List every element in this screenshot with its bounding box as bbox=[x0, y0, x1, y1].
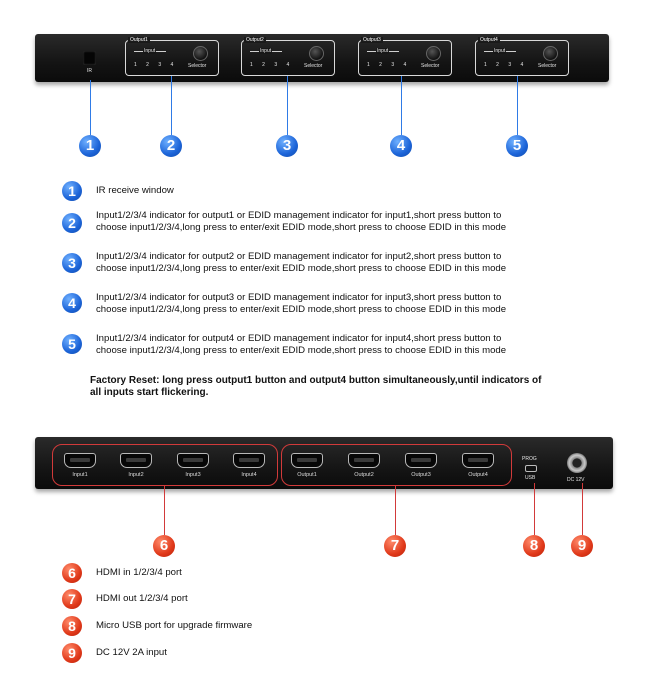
callout-badge-3: 3 bbox=[276, 135, 298, 157]
rear-panel: Input1 Input2 Input3 Input4 Output1 Outp… bbox=[35, 437, 613, 489]
callout-badge-6: 6 bbox=[153, 535, 175, 557]
callout-line bbox=[171, 76, 172, 135]
output3-control-group: Output3 Input 1 2 3 4 Selector bbox=[358, 37, 452, 76]
legend-badge-1: 1 bbox=[62, 181, 82, 201]
legend-text-4: Input1/2/3/4 indicator for output3 or ED… bbox=[96, 292, 506, 315]
group-title: Output2 bbox=[244, 37, 266, 43]
hdmi-input-port-3 bbox=[177, 453, 209, 468]
selector-label: Selector bbox=[188, 63, 207, 69]
port-label: Input2 bbox=[128, 472, 144, 478]
legend-line: choose input1/2/3/4,long press to enter/… bbox=[96, 344, 507, 356]
group-title: Output1 bbox=[128, 37, 150, 43]
hdmi-output-port-1 bbox=[291, 453, 323, 468]
input-label: Input bbox=[376, 48, 390, 54]
callout-line bbox=[582, 483, 583, 535]
ir-label: IR bbox=[87, 68, 92, 74]
callout-badge-8: 8 bbox=[523, 535, 545, 557]
ir-window bbox=[83, 51, 96, 65]
input-ports-outline bbox=[52, 444, 278, 486]
dc-power-jack bbox=[567, 453, 587, 473]
hdmi-output-port-3 bbox=[405, 453, 437, 468]
legend-line: Input1/2/3/4 indicator for output4 or ED… bbox=[96, 333, 502, 344]
callout-badge-2: 2 bbox=[160, 135, 182, 157]
legend-text-7: HDMI out 1/2/3/4 port bbox=[96, 593, 188, 604]
input-numbers: 1 2 3 4 bbox=[134, 62, 178, 68]
legend-line: choose input1/2/3/4,long press to enter/… bbox=[96, 303, 507, 315]
usb-label: USB bbox=[525, 475, 536, 481]
reset-line: all inputs start flickering. bbox=[90, 387, 209, 398]
callout-line bbox=[395, 485, 396, 535]
hdmi-input-port-4 bbox=[233, 453, 265, 468]
input-label: Input bbox=[493, 48, 507, 54]
hdmi-output-port-4 bbox=[462, 453, 494, 468]
port-label: Output2 bbox=[354, 472, 374, 478]
legend-badge-3: 3 bbox=[62, 253, 82, 273]
legend-line: choose input1/2/3/4,long press to enter/… bbox=[96, 221, 507, 233]
selector-button[interactable] bbox=[193, 46, 208, 61]
port-label: Input1 bbox=[72, 472, 88, 478]
group-title: Output3 bbox=[361, 37, 383, 43]
callout-line bbox=[401, 76, 402, 135]
selector-label: Selector bbox=[538, 63, 557, 69]
callout-badge-7: 7 bbox=[384, 535, 406, 557]
legend-text-3: Input1/2/3/4 indicator for output2 or ED… bbox=[96, 251, 506, 274]
callout-line bbox=[90, 80, 91, 135]
legend-line: Input1/2/3/4 indicator for output1 or ED… bbox=[96, 210, 502, 221]
legend-text-1: IR receive window bbox=[96, 185, 174, 196]
selector-button[interactable] bbox=[543, 46, 558, 61]
callout-badge-1: 1 bbox=[79, 135, 101, 157]
callout-badge-4: 4 bbox=[390, 135, 412, 157]
legend-badge-4: 4 bbox=[62, 293, 82, 313]
legend-line: Input1/2/3/4 indicator for output2 or ED… bbox=[96, 251, 502, 262]
legend-text-5: Input1/2/3/4 indicator for output4 or ED… bbox=[96, 333, 506, 356]
reset-line: Factory Reset: long press output1 button… bbox=[90, 375, 542, 386]
callout-badge-9: 9 bbox=[571, 535, 593, 557]
port-label: Input4 bbox=[241, 472, 257, 478]
selector-label: Selector bbox=[421, 63, 440, 69]
selector-button[interactable] bbox=[426, 46, 441, 61]
input-label: Input bbox=[143, 48, 157, 54]
port-label: Output1 bbox=[297, 472, 317, 478]
input-numbers: 1 2 3 4 bbox=[367, 62, 411, 68]
micro-usb-port bbox=[525, 465, 537, 472]
output-ports-outline bbox=[281, 444, 512, 486]
selector-button[interactable] bbox=[309, 46, 324, 61]
legend-line: Input1/2/3/4 indicator for output3 or ED… bbox=[96, 292, 502, 303]
legend-badge-7: 7 bbox=[62, 589, 82, 609]
hdmi-input-port-1 bbox=[64, 453, 96, 468]
input-numbers: 1 2 3 4 bbox=[484, 62, 528, 68]
legend-line: choose input1/2/3/4,long press to enter/… bbox=[96, 262, 507, 274]
dc-label: DC 12V bbox=[567, 477, 585, 483]
group-title: Output4 bbox=[478, 37, 500, 43]
port-label: Output3 bbox=[411, 472, 431, 478]
callout-line bbox=[287, 76, 288, 135]
callout-line bbox=[517, 76, 518, 135]
legend-badge-5: 5 bbox=[62, 334, 82, 354]
port-label: Output4 bbox=[468, 472, 488, 478]
output4-control-group: Output4 Input 1 2 3 4 Selector bbox=[475, 37, 569, 76]
legend-text-8: Micro USB port for upgrade firmware bbox=[96, 620, 253, 631]
output1-control-group: Output1 Input 1 2 3 4 Selector bbox=[125, 37, 219, 76]
legend-text-6: HDMI in 1/2/3/4 port bbox=[96, 567, 182, 578]
callout-badge-5: 5 bbox=[506, 135, 528, 157]
selector-label: Selector bbox=[304, 63, 323, 69]
input-label: Input bbox=[259, 48, 273, 54]
legend-badge-9: 9 bbox=[62, 643, 82, 663]
callout-line bbox=[534, 483, 535, 535]
legend-badge-6: 6 bbox=[62, 563, 82, 583]
input-numbers: 1 2 3 4 bbox=[250, 62, 294, 68]
legend-text-2: Input1/2/3/4 indicator for output1 or ED… bbox=[96, 210, 506, 233]
port-label: Input3 bbox=[185, 472, 201, 478]
factory-reset-note: Factory Reset: long press output1 button… bbox=[90, 375, 541, 399]
legend-badge-2: 2 bbox=[62, 213, 82, 233]
output2-control-group: Output2 Input 1 2 3 4 Selector bbox=[241, 37, 335, 76]
hdmi-output-port-2 bbox=[348, 453, 380, 468]
legend-text-9: DC 12V 2A input bbox=[96, 647, 167, 658]
legend-badge-8: 8 bbox=[62, 616, 82, 636]
front-panel: IR Output1 Input 1 2 3 4 Selector Output… bbox=[35, 34, 609, 82]
hdmi-input-port-2 bbox=[120, 453, 152, 468]
callout-line bbox=[164, 485, 165, 535]
prog-label: PROG bbox=[522, 456, 537, 462]
